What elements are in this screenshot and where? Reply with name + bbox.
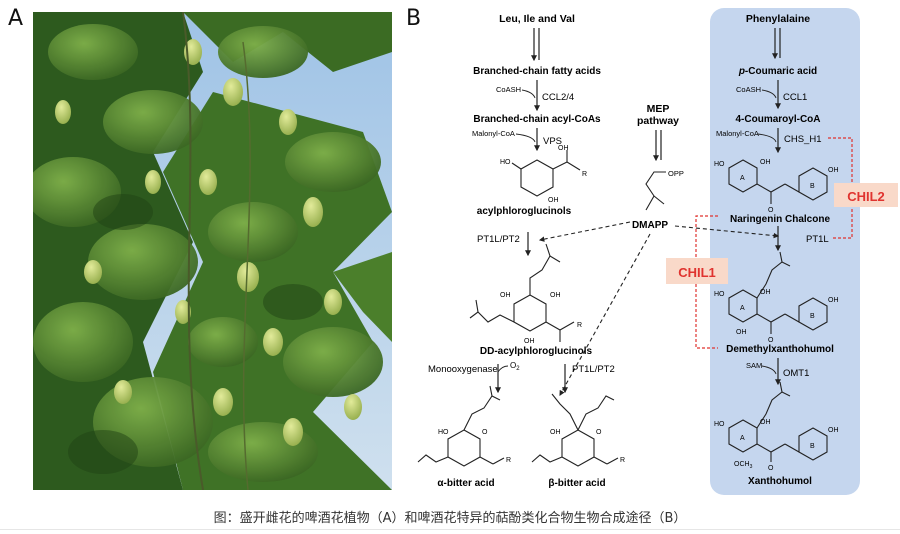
r-label: R	[582, 171, 587, 178]
label-chs-h1: CHS_H1	[784, 134, 822, 145]
label-o2: O2	[510, 361, 520, 372]
acylphloroglucinol-structure	[511, 150, 581, 197]
double-arrow-mep	[653, 130, 662, 162]
r-label: R	[506, 457, 511, 464]
figure-caption: 图：盛开雌花的啤酒花植物（A）和啤酒花特异的萜酚类化合物生物合成途径（B）	[213, 511, 687, 526]
label-naringenin-chalcone: Naringenin Chalcone	[730, 214, 830, 225]
oh-label: OH	[500, 292, 511, 299]
ring-b-label: B	[810, 313, 815, 320]
label-chil2: CHIL2	[847, 189, 885, 204]
chil2-connector	[828, 137, 853, 239]
label-dd-acylphloroglucinols: DD-acylphloroglucinols	[480, 346, 593, 357]
label-ccl2-4: CCL2/4	[542, 92, 574, 103]
label-phenylalaine: Phenylalaine	[746, 13, 810, 25]
label-demethylxanthohumol: Demethylxanthohumol	[726, 344, 834, 355]
label-ccl1: CCL1	[783, 92, 807, 103]
oh-label: OH	[828, 427, 839, 434]
o-label: O	[482, 429, 488, 436]
ho-label: HO	[500, 159, 511, 166]
hop-plant-photo	[33, 12, 392, 490]
label-dmapp: DMAPP	[632, 220, 668, 231]
o-label: O	[596, 429, 602, 436]
naringenin-chalcone-structure	[728, 159, 828, 204]
oh-label: OH	[550, 429, 561, 436]
xanthohumol-structure	[728, 381, 828, 462]
label-opp: OPP	[668, 169, 684, 178]
label-coash-1: CoASH	[496, 85, 521, 94]
dmapp-structure	[645, 171, 666, 211]
divider	[0, 529, 900, 530]
r-label: R	[620, 457, 625, 464]
label-leu-ile-val: Leu, Ile and Val	[499, 13, 575, 25]
r-label: R	[577, 322, 582, 329]
oh-label: OH	[524, 338, 535, 345]
ho-label: HO	[714, 421, 725, 428]
ring-a-label: A	[740, 435, 745, 442]
ho-label: HO	[438, 429, 449, 436]
label-p-coumaric-acid: p-Coumaric acid	[738, 66, 817, 77]
label-branched-chain-fatty-acids: Branched-chain fatty acids	[473, 66, 601, 77]
label-pt1l-pt2-a: PT1L/PT2	[477, 234, 520, 245]
label-pt1l-pt2-b: PT1L/PT2	[572, 364, 615, 375]
label-4-coumaroyl-coa: 4-Coumaroyl-CoA	[735, 114, 820, 125]
label-malonyl-coa-1: Malonyl-CoA	[472, 129, 515, 138]
oh-label: OH	[760, 289, 771, 296]
xanthohumol-pathway-background	[710, 8, 860, 495]
label-pathway: pathway	[637, 115, 679, 127]
ho-label: HO	[714, 291, 725, 298]
label-branched-chain-acyl-coas: Branched-chain acyl-CoAs	[473, 114, 601, 125]
oh-label: OH	[558, 145, 569, 152]
label-monooxygenase: Monooxygenase	[428, 364, 498, 375]
oh-label: OH	[550, 292, 561, 299]
dashed-arrow-to-pt1l	[674, 225, 780, 239]
ring-b-label: B	[810, 443, 815, 450]
dashed-arrow-to-dd	[538, 221, 631, 242]
ring-b-label: B	[810, 183, 815, 190]
label-chil1: CHIL1	[678, 265, 716, 280]
label-mep: MEP	[647, 103, 670, 115]
dashed-arrow-to-beta	[559, 233, 651, 396]
ring-a-label: A	[740, 305, 745, 312]
panel-label-b: B	[406, 6, 422, 31]
o-label: O	[768, 465, 774, 472]
label-pt1l: PT1L	[806, 234, 829, 245]
label-vps: VPS	[543, 136, 562, 147]
chil2-box	[834, 183, 898, 207]
ho-label: HO	[714, 161, 725, 168]
label-alpha-bitter-acid: α-bitter acid	[437, 478, 494, 489]
alpha-bitter-acid-structure	[417, 385, 505, 467]
oh-label: OH	[760, 159, 771, 166]
label-coash-2: CoASH	[736, 85, 761, 94]
label-beta-bitter-acid: β-bitter acid	[548, 478, 605, 489]
oh-label: OH	[828, 297, 839, 304]
biosynthesis-pathway-diagram: Leu, Ile and Val Branched-chain fatty ac…	[417, 8, 898, 495]
oh-label: OH	[828, 167, 839, 174]
ring-a-label: A	[740, 175, 745, 182]
label-acylphloroglucinols: acylphloroglucinols	[477, 206, 572, 217]
beta-bitter-acid-structure	[531, 393, 619, 467]
label-xanthohumol: Xanthohumol	[748, 476, 812, 487]
double-arrow-1	[531, 28, 540, 62]
oh-label: OH	[760, 419, 771, 426]
demethylxanthohumol-structure	[728, 251, 828, 334]
panel-label-a: A	[8, 6, 24, 31]
och3-label: OCH3	[734, 461, 753, 470]
oh-label: OH	[736, 329, 747, 336]
double-arrow-right	[772, 28, 781, 60]
label-omt1: OMT1	[783, 368, 809, 379]
chil1-box	[666, 258, 728, 284]
oh-label: OH	[548, 197, 559, 204]
label-sam: SAM	[746, 361, 762, 370]
label-malonyl-coa-2: Malonyl-CoA	[716, 129, 759, 138]
dd-acylphloroglucinol-structure	[469, 243, 575, 342]
o-label: O	[768, 207, 774, 214]
o-label: O	[768, 337, 774, 344]
